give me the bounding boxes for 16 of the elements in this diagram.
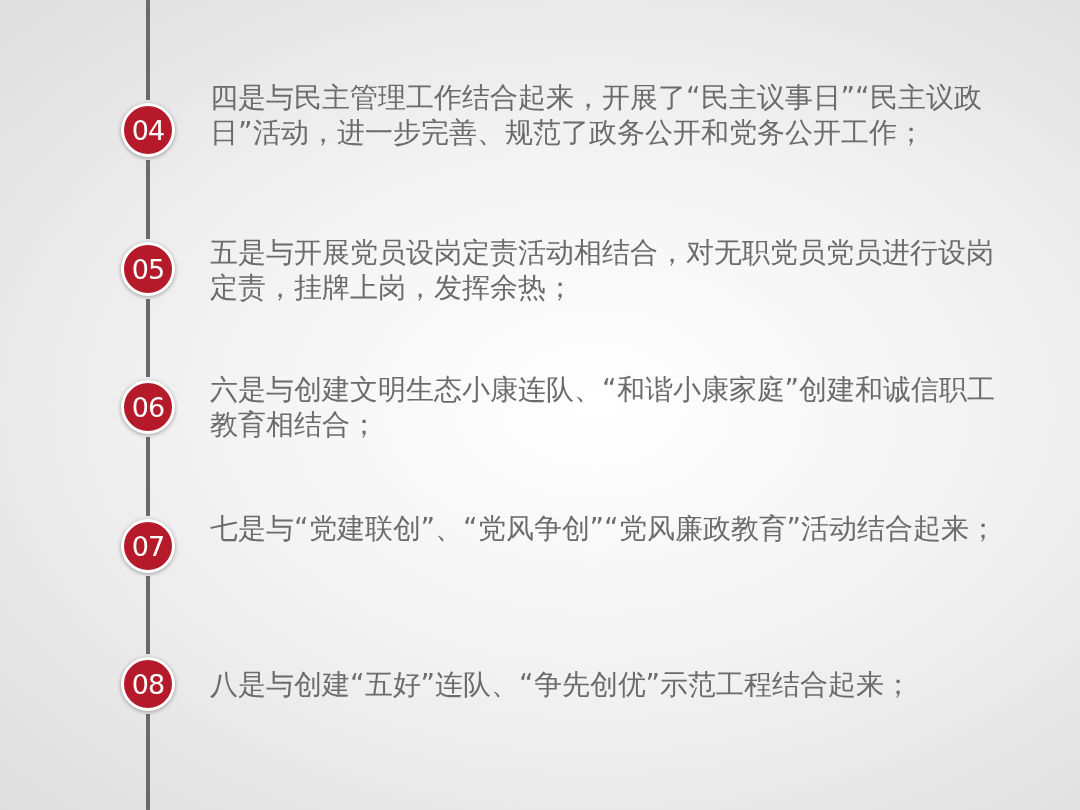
item-text: 四是与民主管理工作结合起来，开展了“民主议事日”“民主议政日”活动，进一步完善、规范了政务公开和党务公开工作；	[210, 80, 983, 150]
item-text: 八是与创建“五好”连队、“争先创优”示范工程结合起来；	[210, 667, 914, 702]
number-circle: 08	[121, 657, 175, 711]
number-circle: 06	[121, 380, 175, 434]
timeline-line	[146, 714, 150, 810]
number-circle: 07	[121, 519, 175, 573]
timeline-line	[146, 437, 150, 516]
number-circle: 04	[121, 103, 175, 157]
timeline-line	[146, 576, 150, 654]
item-text: 五是与开展党员设岗定责活动相结合，对无职党员党员进行设岗定责，挂牌上岗，发挥余热；	[210, 235, 995, 305]
item-text: 六是与创建文明生态小康连队、“和谐小康家庭”创建和诚信职工教育相结合；	[210, 372, 996, 442]
timeline-line	[146, 0, 150, 100]
timeline-line	[146, 160, 150, 239]
item-text: 七是与“党建联创”、“党风争创”“党风廉政教育”活动结合起来；	[210, 511, 999, 546]
timeline-line	[146, 299, 150, 377]
number-circle: 05	[121, 242, 175, 296]
